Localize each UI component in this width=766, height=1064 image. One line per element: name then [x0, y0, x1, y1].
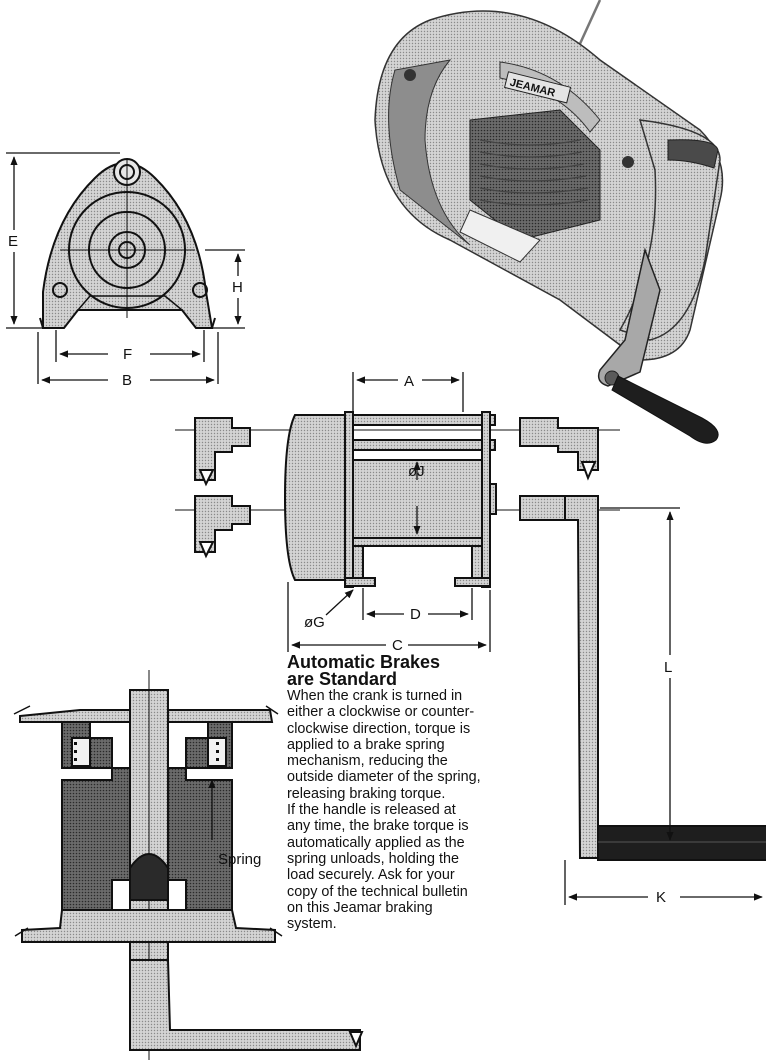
dimension-l — [600, 507, 680, 841]
body-line: copy of the technical bulletin — [287, 883, 468, 900]
dimension-k — [564, 860, 763, 905]
body-line: releasing braking torque. — [287, 785, 446, 802]
dimension-g-leader — [325, 589, 354, 616]
heading-line-2: are Standard — [287, 669, 398, 689]
side-view — [175, 411, 620, 588]
article-heading: Automatic Brakes are Standard — [287, 652, 567, 689]
label-h: H — [232, 279, 243, 296]
body-line: When the crank is turned in — [287, 688, 463, 704]
body-line: outside diameter of the spring, — [287, 769, 481, 786]
label-j: øJ — [408, 463, 425, 480]
body-line: on this Jeamar braking — [287, 899, 433, 916]
dimension-f — [55, 330, 205, 362]
heading-line-1: Automatic Brakes — [287, 652, 441, 672]
body-line: applied to a brake spring — [287, 736, 445, 753]
body-line: either a clockwise or counter- — [287, 704, 475, 721]
dimension-d — [362, 588, 473, 620]
dimension-a — [352, 372, 464, 412]
body-line: clockwise direction, torque is — [287, 720, 471, 737]
front-view — [39, 158, 216, 329]
brakes-article: Automatic Brakes are Standard When the c… — [287, 652, 567, 933]
body-line: system. — [287, 916, 337, 933]
label-d: D — [410, 606, 421, 623]
label-l: L — [664, 659, 672, 676]
body-line: mechanism, reducing the — [287, 753, 448, 770]
label-f: F — [123, 346, 132, 363]
label-a: A — [404, 373, 414, 390]
body-line: automatically applied as the — [287, 834, 465, 851]
label-spring: Spring — [218, 851, 261, 868]
dimension-b — [37, 332, 219, 384]
crank-handle — [564, 495, 766, 861]
label-e: E — [8, 233, 18, 250]
body-line: load securely. Ask for your — [287, 867, 455, 884]
dimension-c — [287, 582, 491, 652]
body-line: If the handle is released at — [287, 802, 456, 819]
body-line: any time, the brake torque is — [287, 818, 469, 835]
brake-section — [13, 670, 364, 1060]
winch-photo: JEAMAR — [374, 0, 724, 444]
body-line: spring unloads, holding the — [287, 850, 460, 867]
dimension-h — [205, 249, 245, 329]
label-b: B — [122, 372, 132, 389]
label-k: K — [656, 889, 666, 906]
label-c: C — [392, 637, 403, 654]
label-g: øG — [304, 614, 325, 631]
dimension-e — [6, 152, 120, 329]
